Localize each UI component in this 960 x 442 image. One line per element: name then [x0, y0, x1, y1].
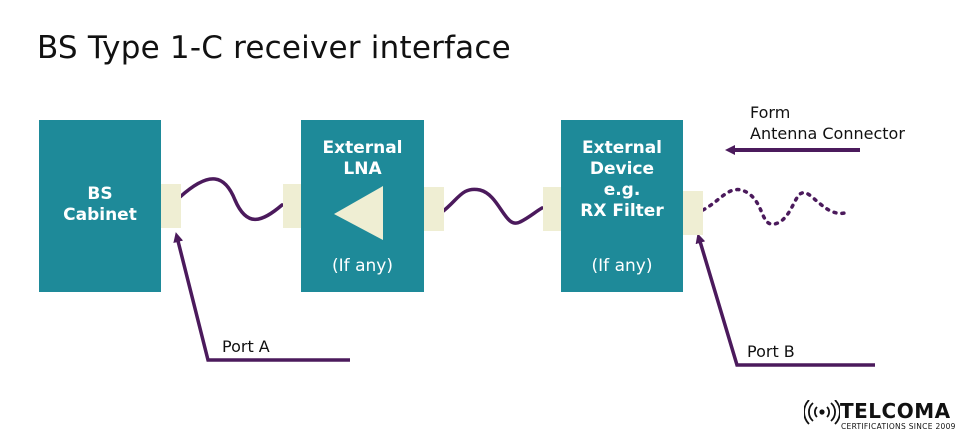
- lna-output-connector: [424, 187, 444, 231]
- external-device-note: (If any): [591, 256, 653, 276]
- bs-cabinet-label: BS Cabinet: [39, 184, 161, 226]
- port-b-label: Port B: [747, 342, 795, 361]
- logo-name: TELCOMA: [840, 399, 951, 423]
- port-a-pointer: [173, 232, 350, 362]
- logo-tagline: CERTIFICATIONS SINCE 2009: [841, 422, 956, 431]
- external-device-label-line1: External: [581, 138, 663, 158]
- signal-icon: [804, 400, 840, 425]
- external-lna-label: External LNA: [301, 138, 424, 180]
- bs-cabinet-label-line2: Cabinet: [63, 205, 137, 225]
- bs-cabinet-label-line1: BS: [87, 184, 113, 204]
- page-title: BS Type 1-C receiver interface: [37, 30, 511, 66]
- port-b-pointer: [695, 233, 875, 367]
- lna-input-connector: [283, 184, 303, 228]
- telcoma-logo: TELCOMA CERTIFICATIONS SINCE 2009: [804, 399, 956, 438]
- external-lna-note: (If any): [332, 256, 393, 276]
- antenna-wave: [701, 187, 847, 226]
- port-a-label: Port A: [222, 337, 270, 356]
- port-a-connector: [161, 184, 181, 228]
- amplifier-triangle-icon: [334, 186, 383, 240]
- external-device-label-line4: RX Filter: [580, 201, 664, 221]
- external-device-label-line3: e.g.: [603, 180, 641, 200]
- from-label-line2: Antenna Connector: [750, 124, 905, 143]
- device-input-connector: [543, 187, 563, 231]
- external-device-label-line2: Device: [589, 159, 655, 179]
- from-label-line1: Form: [750, 103, 791, 122]
- external-lna-label-line2: LNA: [343, 159, 382, 179]
- cable-cabinet-lna: [178, 177, 284, 221]
- bs-cabinet-block: [39, 120, 161, 292]
- external-lna-label-line1: External: [322, 138, 403, 158]
- cable-lna-device: [440, 187, 544, 225]
- port-b-connector: [683, 191, 703, 235]
- external-device-block: [561, 120, 683, 292]
- external-device-label: External Device e.g. RX Filter: [561, 138, 683, 222]
